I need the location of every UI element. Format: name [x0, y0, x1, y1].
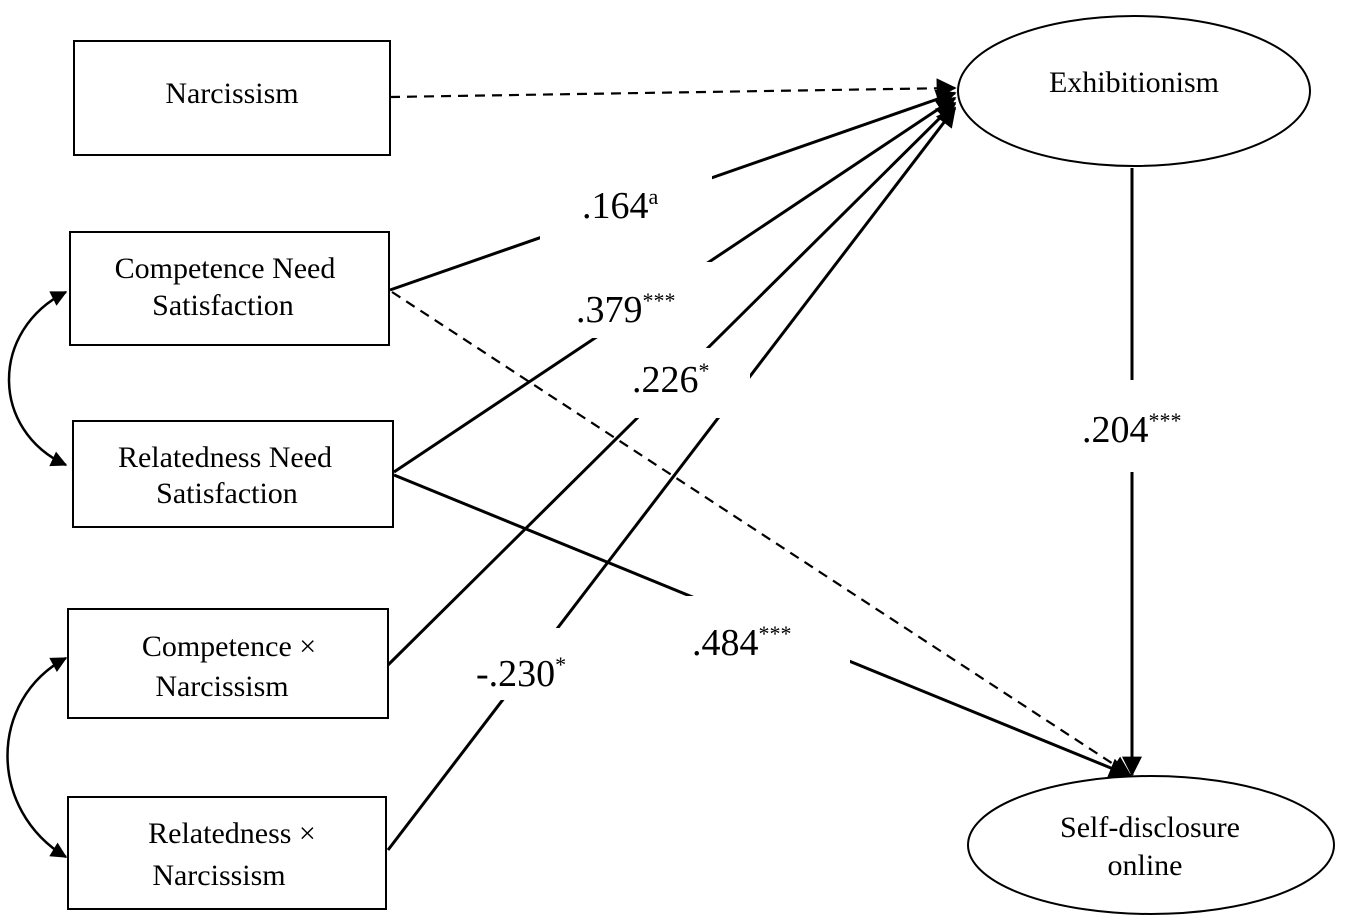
coef-value: .226 [632, 359, 699, 401]
coef-value: -.230 [476, 653, 555, 695]
node-self-disclosure-online: Self-disclosure online [967, 775, 1335, 915]
coef-label-relatedness-x-exhibitionism: -.230* [465, 628, 590, 700]
path-narcissism-to-exhibitionism [389, 78, 957, 99]
node-competence-x-narcissism: Competence × Narcissism [67, 608, 389, 719]
node-label-line-2: Satisfaction [156, 477, 298, 510]
node-relatedness-x-narcissism: Relatedness × Narcissism [67, 796, 387, 910]
coef-label-exhibitionism-self-disclosure: .204*** [1074, 380, 1204, 472]
coef-value: .379 [576, 289, 643, 331]
node-label-line-1: Competence Need [115, 252, 336, 285]
coef-value: .164 [582, 185, 649, 227]
coef-label-competence-x-exhibitionism: .226* [610, 348, 750, 418]
svg-text:.379***: .379*** [576, 288, 676, 331]
node-label: Exhibitionism [1049, 66, 1219, 99]
coef-significance: *** [643, 288, 676, 313]
coef-significance: * [555, 652, 566, 677]
node-label: Narcissism [165, 77, 298, 110]
correlation-competence-x-relatedness-x [6, 656, 68, 859]
svg-text:.226*: .226* [632, 358, 710, 401]
coef-value: .204 [1082, 409, 1149, 451]
correlation-competence-relatedness [7, 290, 68, 467]
node-label-line-1: Competence × [142, 630, 316, 663]
svg-text:.164a: .164a [582, 184, 659, 227]
node-label-line-2: Narcissism [155, 670, 288, 703]
coef-significance: *** [759, 621, 792, 646]
coef-significance: a [649, 184, 659, 209]
node-label-line-1: Relatedness × [148, 817, 316, 850]
svg-text:-.230*: -.230* [476, 652, 566, 695]
svg-text:.484***: .484*** [692, 621, 792, 664]
node-exhibitionism: Exhibitionism [957, 15, 1311, 167]
svg-text:.204***: .204*** [1082, 408, 1182, 451]
path-competence-to-self-disclosure [391, 291, 1132, 776]
node-label-line-1: Relatedness Need [118, 441, 332, 474]
coef-significance: * [699, 358, 710, 383]
node-competence-need-satisfaction: Competence Need Satisfaction [69, 231, 390, 346]
coef-value: .484 [692, 622, 759, 664]
path-relatedness-x-to-exhibitionism [386, 106, 957, 851]
node-label-line-1: Self-disclosure [1060, 811, 1240, 844]
coef-significance: *** [1149, 408, 1182, 433]
node-label-line-2: online [1108, 849, 1183, 882]
coef-label-relatedness-exhibitionism: .379*** [540, 262, 715, 338]
coef-label-competence-exhibitionism: .164a [540, 172, 712, 242]
node-narcissism: Narcissism [73, 40, 391, 156]
node-label-line-2: Narcissism [152, 859, 285, 892]
node-relatedness-need-satisfaction: Relatedness Need Satisfaction [72, 420, 394, 528]
node-label-line-2: Satisfaction [152, 289, 294, 322]
coef-label-relatedness-self-disclosure: .484*** [684, 596, 850, 674]
